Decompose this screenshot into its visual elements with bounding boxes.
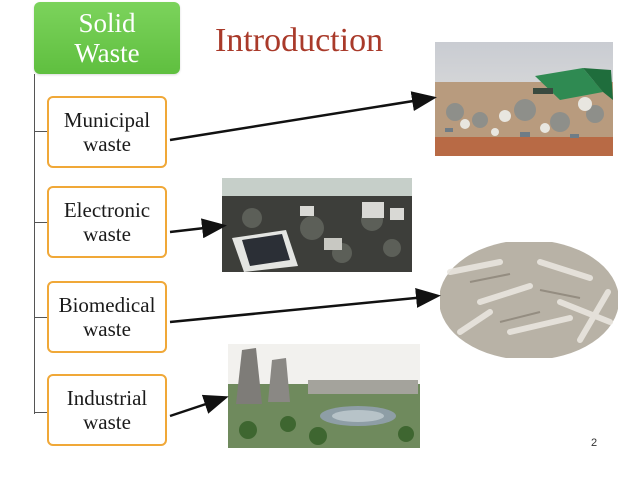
category-municipal-waste: Municipal waste — [47, 96, 167, 168]
category-industrial-waste: Industrial waste — [47, 374, 167, 446]
category-label-line2: waste — [83, 317, 131, 341]
arrow-to-industrial-photo — [169, 394, 229, 418]
tree-branch-electronic — [34, 222, 47, 223]
category-label-line1: Industrial — [66, 386, 148, 410]
category-biomedical-waste: Biomedical waste — [47, 281, 167, 353]
arrow-to-landfill-photo — [169, 91, 437, 142]
category-label-line2: waste — [83, 222, 131, 246]
solid-waste-root-box: Solid Waste — [34, 2, 180, 74]
category-label-line1: Biomedical — [58, 293, 156, 317]
ewaste-photo — [222, 178, 412, 272]
root-label-line2: Waste — [74, 38, 140, 68]
industrial-plant-photo — [228, 344, 420, 448]
category-label-line2: waste — [83, 132, 131, 156]
landfill-photo — [435, 42, 613, 156]
category-label-line1: Electronic — [63, 198, 151, 222]
tree-trunk — [34, 74, 35, 414]
arrow-to-biomedical-photo — [169, 287, 441, 324]
arrow-to-ewaste-photo — [169, 218, 227, 239]
tree-branch-biomedical — [34, 317, 47, 318]
category-label-line1: Municipal — [63, 108, 151, 132]
category-label-line2: waste — [83, 410, 131, 434]
category-electronic-waste: Electronic waste — [47, 186, 167, 258]
biomedical-waste-photo — [440, 242, 618, 358]
page-number: 2 — [591, 437, 598, 449]
slide-title: Introduction — [215, 22, 384, 59]
tree-branch-industrial — [34, 412, 47, 413]
root-label-line1: Solid — [78, 8, 136, 38]
tree-branch-municipal — [34, 131, 47, 132]
